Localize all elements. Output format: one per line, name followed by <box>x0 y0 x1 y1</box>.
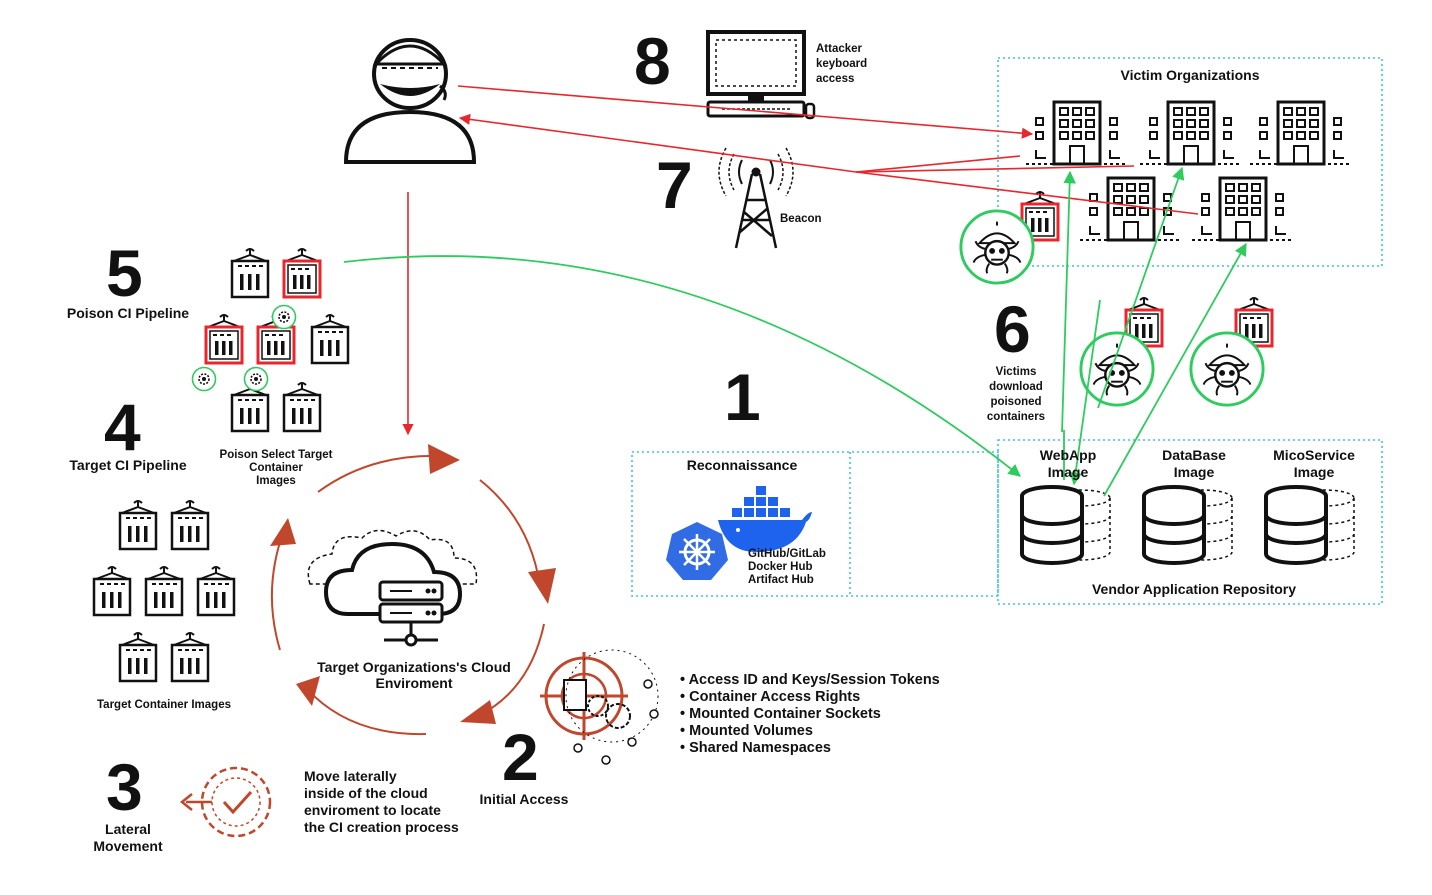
step-5-number: 5 <box>106 236 143 310</box>
step-8-number: 8 <box>634 24 671 98</box>
computer-icon <box>706 30 816 120</box>
gear-badge-icon <box>191 366 217 392</box>
step-4-number: 4 <box>104 390 141 464</box>
repo-image-1-line2: Image <box>1048 464 1089 480</box>
step-5-label: Poison CI Pipeline <box>67 305 189 321</box>
container-icon <box>144 565 184 617</box>
docker-icon <box>718 486 812 552</box>
cycle-arrowhead-icons <box>270 444 556 724</box>
access-items-list: • Access ID and Keys/Session Tokens • Co… <box>680 672 940 756</box>
building-icon <box>1024 100 1130 166</box>
repo-image-3-line1: MicoService <box>1273 447 1355 463</box>
target-crosshair-icon <box>540 649 659 765</box>
container-icon <box>92 565 132 617</box>
recon-source-1: GitHub/GitLab <box>748 548 826 560</box>
attacker-icon <box>343 38 477 164</box>
repo-image-2-line1: DataBase <box>1162 447 1226 463</box>
step-8-label-line3: access <box>816 73 854 85</box>
step-3-label-line1: Lateral <box>105 821 151 837</box>
reconnaissance-label: Reconnaissance <box>687 457 798 473</box>
step-3-desc-line3: enviroment to locate <box>304 802 441 818</box>
step-6-label-line3: poisoned <box>990 396 1041 408</box>
step-6-label-line4: containers <box>987 411 1045 423</box>
container-icon <box>230 381 270 433</box>
database-icon <box>1020 485 1112 565</box>
step-4-label: Target CI Pipeline <box>69 457 186 473</box>
container-icon <box>282 381 322 433</box>
building-icon <box>1190 176 1296 242</box>
container-icon <box>230 247 270 299</box>
step-3-label-line2: Movement <box>93 838 163 854</box>
database-icon <box>1142 485 1234 565</box>
step-7-label: Beacon <box>780 213 822 225</box>
building-icon <box>1248 100 1354 166</box>
repo-image-3-line2: Image <box>1294 464 1335 480</box>
step-2-number: 2 <box>502 720 539 794</box>
container-icon <box>310 313 350 365</box>
step-2-label: Initial Access <box>480 791 569 807</box>
gear-badge-icon <box>271 304 297 330</box>
poison-bug-icon <box>1079 331 1155 407</box>
access-item: • Mounted Container Sockets <box>680 706 881 722</box>
cloud-caption-line2: Enviroment <box>375 675 452 691</box>
container-icon <box>196 565 236 617</box>
cloud-server-icon <box>307 529 478 647</box>
building-icon <box>1138 100 1244 166</box>
access-item: • Mounted Volumes <box>680 723 813 739</box>
repo-image-1-line1: WebApp <box>1040 447 1097 463</box>
repo-image-2-line2: Image <box>1174 464 1215 480</box>
step-6-label-line1: Victims <box>996 366 1037 378</box>
container-icon <box>170 631 210 683</box>
poisoned-container-icon <box>282 247 322 299</box>
step-7-number: 7 <box>656 148 693 222</box>
container-icon <box>170 499 210 551</box>
vendor-repository-box <box>997 439 1383 605</box>
beacon-antenna-icon <box>718 147 794 249</box>
step-1-number: 1 <box>724 360 761 434</box>
recon-source-2: Docker Hub <box>748 561 813 573</box>
access-item: • Shared Namespaces <box>680 740 831 756</box>
step-3-number: 3 <box>106 750 143 824</box>
lateral-movement-gear-icon <box>179 766 272 838</box>
step-8-label-line2: keyboard <box>816 58 867 70</box>
target-images-caption: Target Container Images <box>97 699 231 711</box>
kubernetes-icon <box>666 522 728 580</box>
database-icon <box>1264 485 1356 565</box>
access-item: • Access ID and Keys/Session Tokens <box>680 672 940 688</box>
container-icon <box>118 631 158 683</box>
victim-organizations-title: Victim Organizations <box>1121 67 1260 83</box>
step-8-label-line1: Attacker <box>816 43 863 55</box>
attack-lines <box>402 85 1199 436</box>
cloud-caption-line1: Target Organizations's Cloud <box>317 659 511 675</box>
poison-lines <box>343 166 1247 497</box>
step-3-desc-line4: the CI creation process <box>304 819 459 835</box>
poison-caption-line1: Poison Select Target <box>220 449 333 461</box>
vendor-repository-title: Vendor Application Repository <box>1092 581 1296 597</box>
access-item: • Container Access Rights <box>680 689 860 705</box>
step-6-label-line2: download <box>989 381 1043 393</box>
poison-caption-line3: Images <box>256 475 296 487</box>
poisoned-container-icon <box>204 313 244 365</box>
step-6-number: 6 <box>994 292 1031 366</box>
gear-badge-icon <box>243 366 269 392</box>
recon-source-3: Artifact Hub <box>748 574 814 586</box>
poison-bug-icon <box>959 209 1035 285</box>
poison-caption-line2: Container <box>249 462 303 474</box>
poison-bug-icon <box>1189 331 1265 407</box>
container-icon <box>118 499 158 551</box>
step-3-desc-line2: inside of the cloud <box>304 785 428 801</box>
step-3-desc-line1: Move laterally <box>304 768 397 784</box>
victim-organizations-box <box>997 57 1383 267</box>
